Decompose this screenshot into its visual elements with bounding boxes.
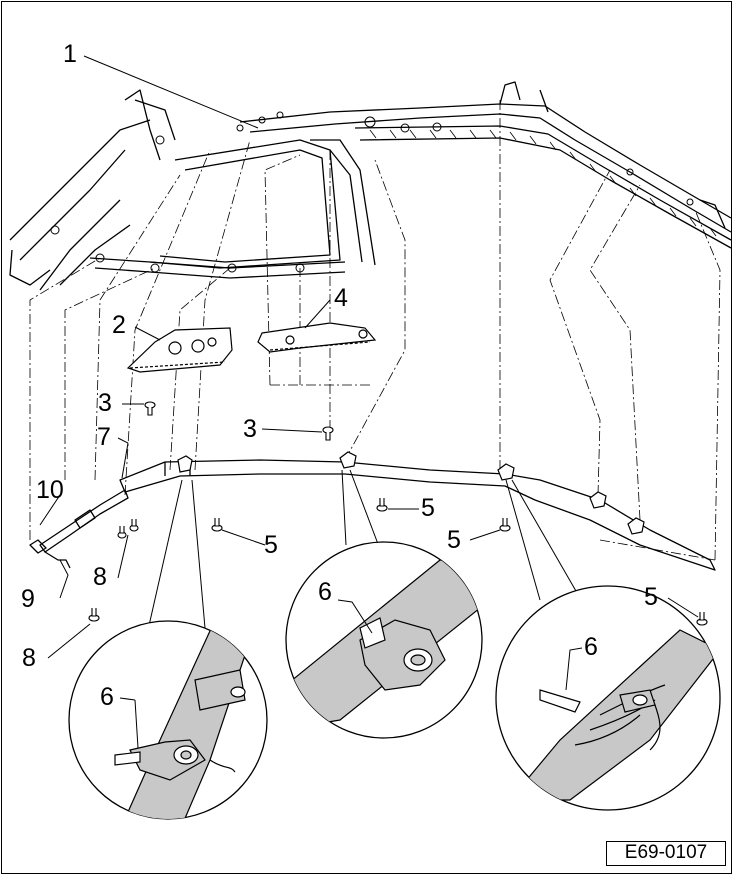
roof-frame-body — [9, 81, 732, 291]
callout-7: 7 — [97, 423, 111, 451]
screw-fasteners — [88, 401, 708, 626]
callout-1: 1 — [63, 40, 77, 68]
callout-5d: 5 — [644, 583, 658, 611]
callout-6b: 6 — [318, 578, 332, 606]
bracket-item-4 — [257, 322, 377, 353]
callout-6a: 6 — [100, 683, 114, 711]
callout-5c: 5 — [447, 526, 461, 554]
bracket-item-2 — [126, 327, 233, 373]
callout-5a: 5 — [264, 531, 278, 559]
callout-8a: 8 — [93, 563, 107, 591]
callout-9: 9 — [21, 585, 35, 613]
leader-1 — [83, 55, 259, 129]
callout-3b: 3 — [243, 415, 257, 443]
detail-view-a — [68, 620, 268, 820]
detail-view-c — [495, 585, 721, 811]
assembly-lines — [29, 100, 721, 561]
airbag-clips — [177, 451, 645, 535]
detail-view-b — [285, 541, 483, 739]
figure-id-label: E69-0107 — [606, 841, 726, 866]
callout-4: 4 — [334, 284, 348, 312]
callout-2: 2 — [112, 311, 126, 339]
callout-5b: 5 — [421, 494, 435, 522]
callout-10: 10 — [36, 476, 64, 504]
callout-6c: 6 — [584, 633, 598, 661]
callout-8b: 8 — [22, 644, 36, 672]
callout-3a: 3 — [98, 389, 112, 417]
